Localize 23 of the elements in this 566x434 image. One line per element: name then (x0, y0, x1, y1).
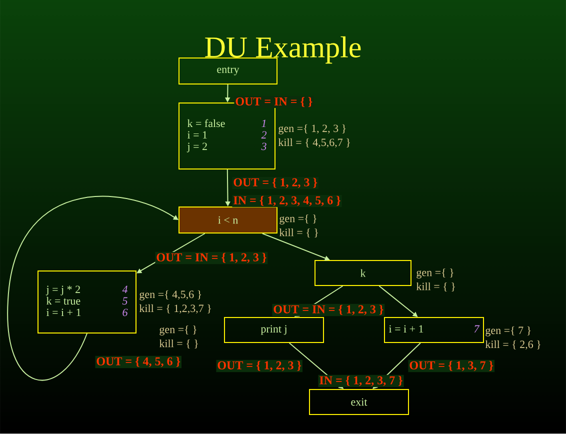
dataflow-set: OUT = { 4, 5, 6 } (95, 356, 182, 368)
dataflow-set: OUT = { 1, 3, 7 } (408, 360, 494, 372)
flow-box: print j (224, 317, 324, 343)
gen-kill-sets: gen ={ 1, 2, 3 } kill = { 4,5,6,7 } (278, 124, 350, 148)
dataflow-set: OUT = { 1, 2, 3 } (216, 360, 302, 372)
gen-kill-sets: gen ={ } kill = { } (416, 268, 455, 292)
flow-box: exit (309, 389, 409, 415)
dataflow-set: OUT = IN = { 1, 2, 3 } (272, 304, 385, 316)
code-block-box: i = i + 1 7 (384, 317, 484, 343)
dataflow-set: IN = { 1, 2, 3, 7 } (318, 374, 404, 388)
gen-kill-sets: gen ={ 4,5,6 } kill = { 1,2,3,7 } (139, 290, 211, 314)
gen-kill-sets: gen ={ } kill = { } (279, 214, 318, 238)
dataflow-set: OUT = IN = { } (234, 96, 314, 108)
dataflow-set: IN = { 1, 2, 3, 4, 5, 6 } (232, 194, 342, 208)
flow-box: i < n (178, 206, 278, 234)
flow-box: entry (178, 58, 278, 84)
dataflow-set: OUT = IN = { 1, 2, 3 } (155, 252, 268, 264)
code-block-box: j = j * 2 4 k = true 5 i = i + 1 6 (38, 270, 136, 334)
gen-kill-sets: gen ={ 7 } kill = { 2,6 } (485, 326, 540, 350)
flow-box: k (314, 260, 412, 286)
gen-kill-sets: gen ={ } kill = { } (159, 325, 198, 349)
arrow (7, 196, 178, 381)
dataflow-set: OUT = { 1, 2, 3 } (232, 176, 318, 190)
